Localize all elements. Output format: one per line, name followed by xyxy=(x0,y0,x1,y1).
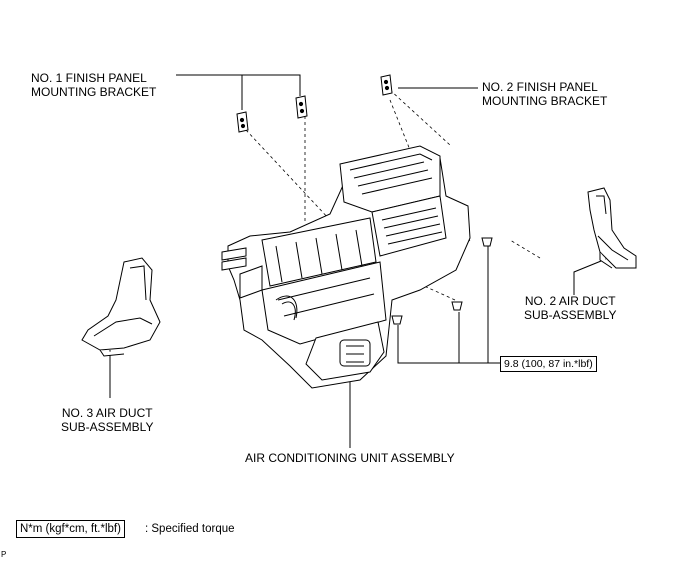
leader-torque xyxy=(397,325,500,364)
label-finish-panel-1: NO. 1 FINISH PANEL MOUNTING BRACKET xyxy=(31,71,157,99)
finish-panel-1-brackets xyxy=(236,95,308,133)
label-ac-unit: AIR CONDITIONING UNIT ASSEMBLY xyxy=(245,451,455,465)
corner-mark: P xyxy=(1,550,7,559)
leader-finish-panel-1 xyxy=(176,74,301,96)
legend-description: : Specified torque xyxy=(145,523,235,535)
label-air-duct-3: NO. 3 AIR DUCT SUB-ASSEMBLY xyxy=(61,406,154,434)
ac-unit-part xyxy=(221,145,471,389)
air-duct-3-part xyxy=(81,257,161,357)
bolt-2 xyxy=(451,301,463,311)
air-duct-2-part xyxy=(587,187,637,269)
label-finish-panel-2: NO. 2 FINISH PANEL MOUNTING BRACKET xyxy=(482,80,608,108)
finish-panel-2-bracket xyxy=(380,74,393,96)
bolt-1 xyxy=(481,237,493,247)
torque-spec-box: 9.8 (100, 87 in.*lbf) xyxy=(500,356,597,372)
leader-air-duct-2 xyxy=(573,258,607,295)
label-air-duct-2: NO. 2 AIR DUCT SUB-ASSEMBLY xyxy=(524,294,617,322)
bolts xyxy=(391,237,493,325)
bolt-3 xyxy=(391,315,403,325)
legend-unit-box: N*m (kgf*cm, ft.*lbf) xyxy=(16,520,125,538)
